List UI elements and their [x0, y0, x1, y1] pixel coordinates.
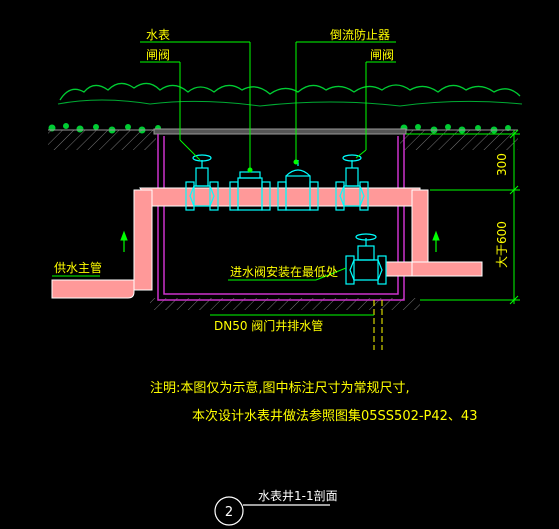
water-meter-symbol [229, 171, 271, 211]
vegetation-band [48, 82, 523, 134]
inlet-valve-symbol [345, 233, 387, 285]
gate-valve-left-symbol [185, 154, 219, 211]
main-pipe [51, 187, 483, 299]
flow-arrows [120, 230, 440, 252]
label-inlet-valve-note: 进水阀安装在最低处 [230, 264, 338, 279]
section-caption: 水表井1-1剖面 [258, 489, 338, 503]
ground-hatch [48, 129, 518, 310]
label-backflow-preventer: 倒流防止器 [330, 27, 390, 42]
section-title: 2 水表井1-1剖面 [214, 489, 338, 526]
section-number-circle [214, 496, 244, 526]
note-line-2: 本次设计水表井做法参照图集05SS502-P42、43 [192, 408, 477, 424]
label-drain-pipe: DN50 阀门井排水管 [214, 318, 323, 333]
leader-lines [52, 41, 396, 281]
pit-cover [153, 128, 407, 135]
gate-valve-right-symbol [335, 154, 369, 211]
label-gate-valve-left: 闸阀 [146, 48, 170, 62]
section-number: 2 [225, 505, 233, 520]
note-line-1: 注明:本图仅为示意,图中标注尺寸为常规尺寸, [150, 380, 410, 396]
dimension-lines [406, 129, 520, 305]
drain-pipe-symbol [210, 300, 383, 350]
dim-depth: 大于600 [495, 221, 509, 268]
pit-walls [157, 134, 405, 301]
dim-300: 300 [495, 153, 509, 176]
label-water-meter: 水表 [146, 28, 170, 42]
label-gate-valve-right: 闸阀 [370, 48, 394, 62]
label-supply-main: 供水主管 [54, 260, 102, 275]
